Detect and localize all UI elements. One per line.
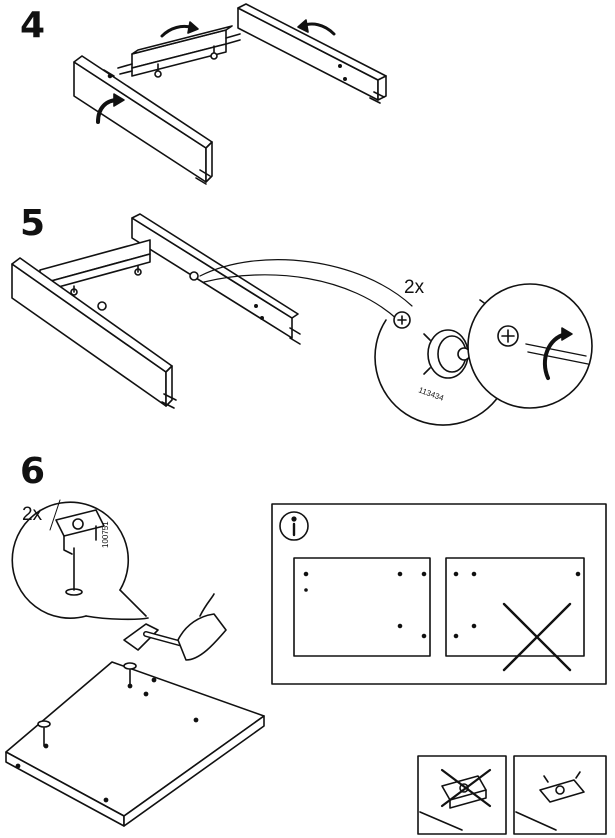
frame-cross-rail [39,239,199,311]
tee-nut-correct-box [513,755,607,835]
tee-nut-icon [123,662,137,685]
screwdriver-detail [467,283,593,409]
step-6-illustration: 100751 [5,499,607,835]
tee-nut-wrong-box [417,755,507,835]
step-number-4: 4 [20,5,46,46]
info-panel [271,503,607,685]
panel-incorrect [445,557,585,672]
step-5-illustration: 113434 [11,213,593,426]
frame-back-rail [131,213,301,345]
quantity-label-6: 2x [22,504,43,525]
rail-cross [117,25,241,78]
board-panel [5,661,265,827]
quantity-label-5: 2x [404,277,425,298]
rotate-arrow-icon [160,21,199,38]
tee-nut-icon [37,720,51,747]
rotate-arrow-icon [297,19,336,36]
part-number-5: 113434 [417,385,445,403]
step-number-6: 6 [20,451,46,492]
rail-front [73,55,213,185]
cross-mark-icon [502,602,572,672]
step-4-illustration [73,3,387,185]
frame-front-rail [11,257,177,409]
panel-correct [293,557,431,657]
hammer-icon [123,593,227,661]
part-number-6: 100751 [101,521,110,548]
tee-nut-detail-bubble [11,499,149,621]
rail-back [237,3,387,104]
info-icon [279,511,309,541]
step-number-5: 5 [20,203,46,244]
rotate-arrow-icon [96,93,125,124]
